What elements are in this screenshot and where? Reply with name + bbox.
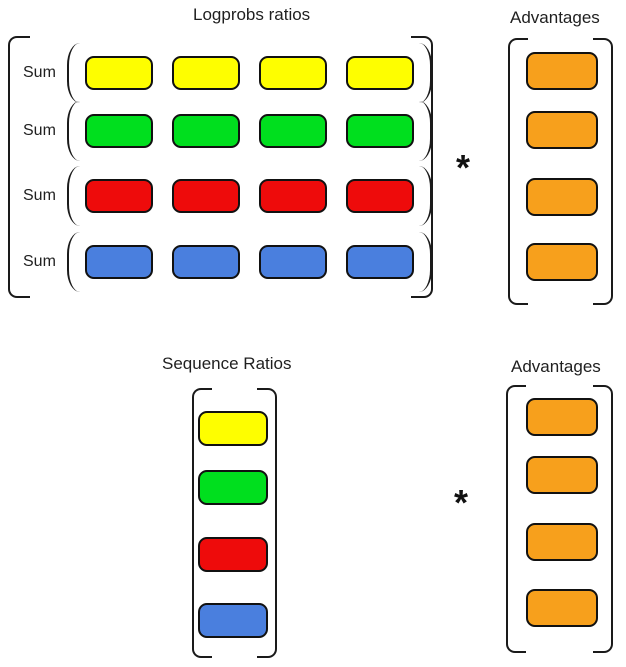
logprob-ratio-cell bbox=[259, 56, 327, 90]
multiply-operator-top: * bbox=[456, 147, 471, 188]
logprob-ratio-cell bbox=[346, 114, 414, 148]
row-cells bbox=[85, 114, 414, 148]
advantage-cell bbox=[526, 52, 598, 90]
logprob-ratio-cell bbox=[346, 179, 414, 213]
advantage-cell bbox=[526, 398, 598, 436]
advantage-cell bbox=[526, 589, 598, 627]
advantages-title-top: Advantages bbox=[510, 8, 600, 27]
sequence-ratios-title: Sequence Ratios bbox=[162, 354, 292, 373]
row-right-paren bbox=[419, 101, 432, 161]
multiply-operator-bottom: * bbox=[454, 482, 469, 523]
sequence-ratio-cell bbox=[198, 537, 268, 572]
logprob-ratio-cell bbox=[85, 114, 153, 148]
row-left-paren bbox=[67, 166, 80, 226]
row-sum-label: Sum bbox=[23, 64, 56, 81]
logprobs-ratios-title: Logprobs ratios bbox=[193, 5, 311, 24]
logprob-ratio-cell bbox=[85, 245, 153, 279]
logprob-ratio-cell bbox=[346, 56, 414, 90]
sequence-ratios-right-bracket bbox=[257, 388, 277, 658]
row-right-paren bbox=[419, 232, 432, 292]
logprob-ratio-cell bbox=[346, 245, 414, 279]
sequence-ratios-left-bracket bbox=[192, 388, 212, 658]
matrix-right-bracket bbox=[411, 36, 433, 298]
row-left-paren bbox=[67, 232, 80, 292]
advantage-cell bbox=[526, 523, 598, 561]
row-right-paren bbox=[419, 43, 432, 103]
logprob-ratio-cell bbox=[259, 179, 327, 213]
row-cells bbox=[85, 179, 414, 213]
matrix-row-yellow: Sum bbox=[23, 43, 432, 103]
logprob-ratio-cell bbox=[85, 56, 153, 90]
matrix-left-bracket bbox=[8, 36, 30, 298]
logprob-ratio-cell bbox=[85, 179, 153, 213]
logprob-ratio-cell bbox=[259, 114, 327, 148]
sequence-ratio-cell bbox=[198, 411, 268, 446]
advantage-cell bbox=[526, 243, 598, 281]
matrix-row-red: Sum bbox=[23, 166, 432, 226]
sequence-ratio-cell bbox=[198, 470, 268, 505]
row-cells bbox=[85, 245, 414, 279]
logprob-ratio-cell bbox=[172, 56, 240, 90]
matrix-row-green: Sum bbox=[23, 101, 432, 161]
row-sum-label: Sum bbox=[23, 253, 56, 270]
advantages-title-bottom: Advantages bbox=[511, 357, 601, 376]
logprob-ratio-cell bbox=[172, 179, 240, 213]
advantages-bottom-right-bracket bbox=[593, 385, 613, 653]
logprob-ratio-cell bbox=[172, 114, 240, 148]
row-left-paren bbox=[67, 43, 80, 103]
row-left-paren bbox=[67, 101, 80, 161]
advantages-top-right-bracket bbox=[593, 38, 613, 305]
row-right-paren bbox=[419, 166, 432, 226]
row-sum-label: Sum bbox=[23, 122, 56, 139]
advantage-cell bbox=[526, 111, 598, 149]
logprob-ratio-cell bbox=[172, 245, 240, 279]
row-sum-label: Sum bbox=[23, 187, 56, 204]
matrix-row-blue: Sum bbox=[23, 232, 432, 292]
row-cells bbox=[85, 56, 414, 90]
sequence-ratio-cell bbox=[198, 603, 268, 638]
advantage-cell bbox=[526, 178, 598, 216]
advantages-top-left-bracket bbox=[508, 38, 528, 305]
advantages-bottom-left-bracket bbox=[506, 385, 526, 653]
advantage-cell bbox=[526, 456, 598, 494]
logprob-ratio-cell bbox=[259, 245, 327, 279]
